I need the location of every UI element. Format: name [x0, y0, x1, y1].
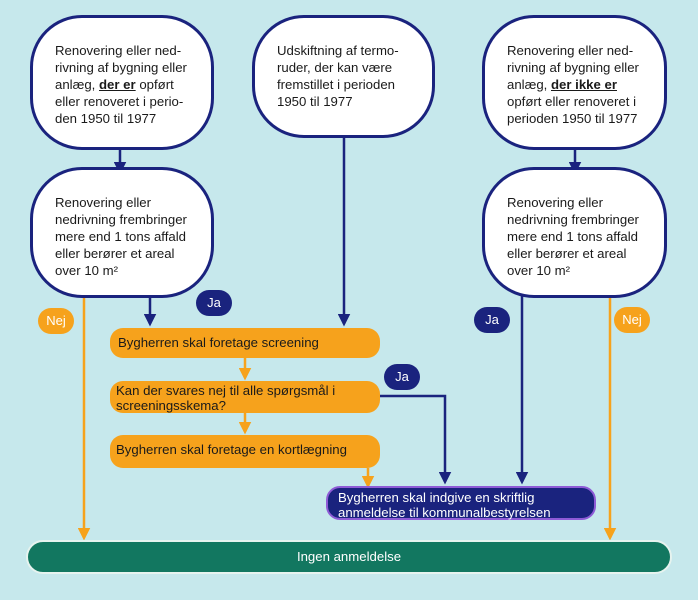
box-line: 1950 til 1977	[277, 94, 353, 109]
notify-line-2: anmeldelse til kommunalbestyrelsen	[338, 505, 551, 520]
box-line: eller berører et areal	[55, 246, 175, 261]
badge-nej-left: Nej	[38, 308, 74, 334]
box-line: Udskiftning af termo-	[277, 43, 399, 58]
box-line: Renovering eller	[55, 195, 152, 210]
condition-box-left-mid: Renovering eller nedrivning frembringer …	[30, 167, 214, 298]
condition-box-middle-top: Udskiftning af termo- ruder, der kan vær…	[252, 15, 435, 138]
box-line: over 10 m²	[55, 263, 119, 278]
box-line: mere end 1 tons affald	[507, 229, 638, 244]
box-line: fremstillet i perioden	[277, 77, 396, 92]
badge-ja-left: Ja	[196, 290, 232, 316]
step-screening: Bygherren skal foretage screening	[110, 328, 380, 358]
emphasis-der-er: der er	[99, 77, 136, 92]
box-line: opført eller renoveret i	[507, 94, 636, 109]
condition-box-right-mid: Renovering eller nedrivning frembringer …	[482, 167, 667, 298]
condition-box-left-top: Renovering eller ned- rivning af bygning…	[30, 15, 214, 150]
box-line: Renovering eller ned-	[507, 43, 634, 58]
box-line: nedrivning frembringer	[55, 212, 187, 227]
condition-box-right-top: Renovering eller ned- rivning af bygning…	[482, 15, 667, 150]
step-screening-question: Kan der svares nej til alle spørgsmål i …	[110, 381, 380, 413]
outcome-no-notification: Ingen anmeldelse	[26, 540, 672, 574]
question-line-2: screeningsskema?	[116, 398, 226, 413]
badge-nej-right: Nej	[614, 307, 650, 333]
box-line: anlæg, der er opført	[55, 77, 174, 92]
step-screening-label: Bygherren skal foretage screening	[118, 335, 319, 350]
box-line: ruder, der kan være	[277, 60, 393, 75]
box-line: rivning af bygning eller	[507, 60, 639, 75]
box-line: mere end 1 tons affald	[55, 229, 186, 244]
step-mapping: Bygherren skal foretage en kortlægning	[110, 435, 380, 468]
badge-ja-question: Ja	[384, 364, 420, 390]
box-line: over 10 m²	[507, 263, 571, 278]
notify-line-1: Bygherren skal indgive en skriftlig	[338, 490, 535, 505]
box-line: eller renoveret i perio-	[55, 94, 184, 109]
box-line: nedrivning frembringer	[507, 212, 639, 227]
emphasis-der-ikke-er: der ikke er	[551, 77, 617, 92]
box-line: eller berører et areal	[507, 246, 627, 261]
box-line: Renovering eller ned-	[55, 43, 182, 58]
outcome-label: Ingen anmeldelse	[296, 549, 402, 564]
box-line: anlæg, der ikke er	[507, 77, 617, 92]
box-line: perioden 1950 til 1977	[507, 111, 638, 126]
box-line: Renovering eller	[507, 195, 604, 210]
badge-ja-right: Ja	[474, 307, 510, 333]
step-written-notification: Bygherren skal indgive en skriftlig anme…	[326, 486, 596, 520]
question-line-1: Kan der svares nej til alle spørgsmål i	[116, 383, 336, 398]
box-line: den 1950 til 1977	[55, 111, 157, 126]
box-line: rivning af bygning eller	[55, 60, 187, 75]
step-mapping-label: Bygherren skal foretage en kortlægning	[116, 442, 347, 457]
